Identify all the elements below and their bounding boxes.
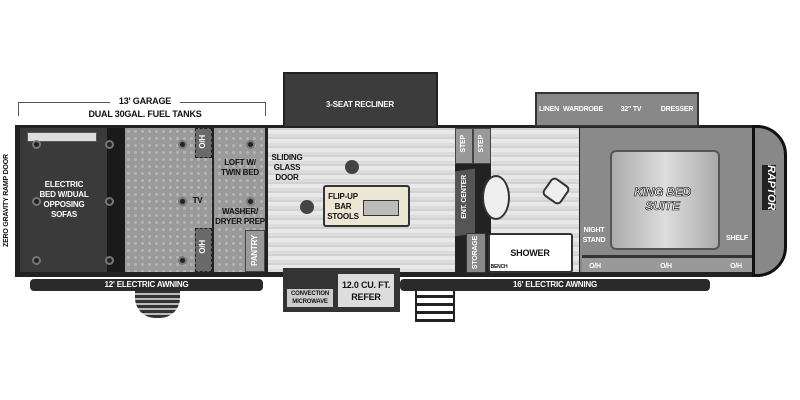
tie-down-icon [178, 140, 187, 149]
rear-awning-label: 12' ELECTRIC AWNING [104, 280, 189, 289]
stool-icon [345, 160, 359, 174]
tie-down-icon [32, 140, 41, 149]
recliner-label: 3-SEAT RECLINER [326, 100, 394, 109]
garage-wall [107, 128, 125, 272]
oh-bottom-label: O/H [198, 240, 207, 254]
tie-down-icon [105, 197, 114, 206]
wheels [135, 291, 180, 318]
front-awning [400, 279, 710, 291]
step [473, 128, 491, 164]
step2-label: STEP [478, 135, 485, 153]
tie-down-icon [178, 197, 187, 206]
sliding-door-label: SLIDING GLASS DOOR [271, 153, 303, 182]
tie-down-icon [105, 140, 114, 149]
oh2-label: O/H [660, 263, 672, 270]
rear-awning [30, 279, 263, 291]
linen-label: LINEN [538, 106, 559, 113]
tie-down-icon [246, 197, 255, 206]
garage-divider [212, 128, 214, 272]
garage-size-label: 13' GARAGE [110, 96, 180, 106]
microwave-label: CONVECTION MICROWAVE [290, 291, 329, 305]
nightstand-label: NIGHT STAND [582, 227, 606, 244]
brand-logo: RAPTOR [762, 165, 777, 211]
microwave [286, 288, 334, 308]
stools-label: FLIP-UP BAR STOOLS [327, 192, 359, 221]
loft-label: LOFT W/ TWIN BED [221, 158, 259, 177]
dresser-label: DRESSER [660, 106, 694, 113]
overhead-cabinet-top [195, 128, 212, 158]
tie-down-icon [32, 197, 41, 206]
pantry-label: PANTRY [250, 235, 259, 266]
king-bed-label: KING BED SUITE [633, 185, 692, 214]
garage-tv-label: TV [192, 196, 203, 205]
rear-bed-label: ELECTRIC BED W/DUAL OPPOSING SOFAS [39, 180, 89, 219]
step1-label: STEP [460, 135, 467, 153]
sink-icon [363, 200, 399, 216]
shower [488, 233, 573, 273]
front-awning-label: 16' ELECTRIC AWNING [512, 280, 598, 289]
oh1-label: O/H [589, 263, 601, 270]
overhead-cabinet-bottom [195, 228, 212, 272]
stool-icon [300, 200, 314, 214]
storage [466, 233, 486, 273]
king-bed [610, 150, 720, 250]
tie-down-icon [32, 256, 41, 265]
wardrobe-label: WARDROBE [562, 106, 603, 113]
bench-label: BENCH [490, 264, 508, 270]
storage-label: STORAGE [472, 236, 479, 270]
tie-down-icon [246, 140, 255, 149]
pantry [245, 230, 265, 272]
refer-label: 12.0 CU. FT. REFER [341, 280, 391, 302]
entry-steps [415, 291, 455, 322]
oh3-label: O/H [730, 263, 742, 270]
washer-label: WASHER/ DRYER PREP [215, 207, 265, 226]
tie-down-icon [178, 256, 187, 265]
oh-top-label: O/H [198, 135, 207, 149]
shelf-label: SHELF [726, 235, 748, 242]
lavatory-sink-icon [482, 175, 510, 220]
bedroom-slideout [535, 92, 699, 127]
tie-down-icon [105, 256, 114, 265]
recliner-slideout [283, 72, 438, 128]
rear-pillows [27, 132, 97, 142]
shower-label: SHOWER [510, 248, 550, 258]
ramp-door-label: ZERO GRAVITY RAMP DOOR [3, 154, 10, 248]
tv-label: 32" TV [620, 106, 642, 113]
overhead-cabinet-row [582, 255, 752, 272]
garage-floor [125, 128, 265, 272]
fuel-tanks-label: DUAL 30GAL. FUEL TANKS [88, 109, 202, 119]
refrigerator [337, 273, 395, 308]
step [455, 128, 473, 164]
ent-center-label: ENT. CENTER [461, 175, 468, 219]
